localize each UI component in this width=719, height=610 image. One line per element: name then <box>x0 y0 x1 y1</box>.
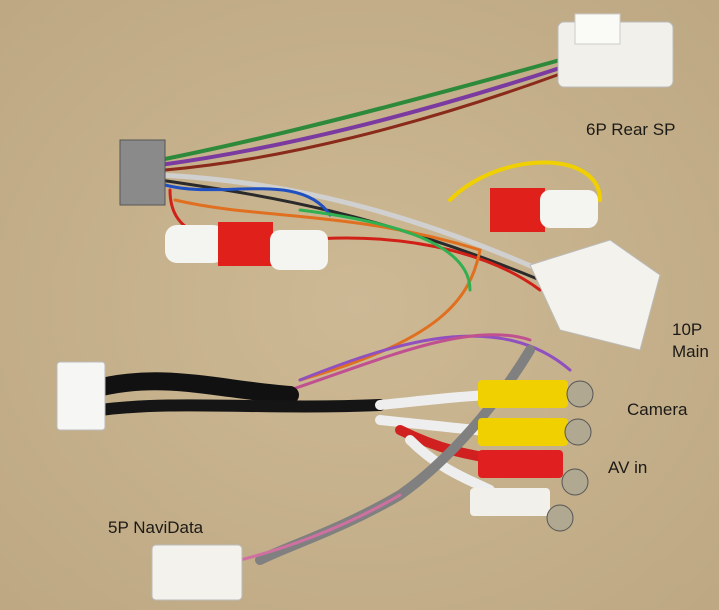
connector-10p-main <box>529 239 661 351</box>
connector-6p-rear <box>557 13 674 88</box>
label-navidata: 5P NaviData <box>108 518 204 537</box>
label-av-in: AV in <box>608 458 648 477</box>
connector-small-white <box>56 361 106 431</box>
connector-5p-navidata <box>151 544 243 601</box>
label-main: Main <box>672 342 709 361</box>
connector-grey <box>119 139 166 206</box>
rca-plugs <box>470 380 594 532</box>
fuse-holder-left <box>165 222 328 270</box>
label-main-pins: 10P <box>672 320 703 339</box>
label-camera: Camera <box>627 400 688 419</box>
fuse-holder-right <box>490 188 598 232</box>
label-rear-sp: 6P Rear SP <box>586 120 676 139</box>
